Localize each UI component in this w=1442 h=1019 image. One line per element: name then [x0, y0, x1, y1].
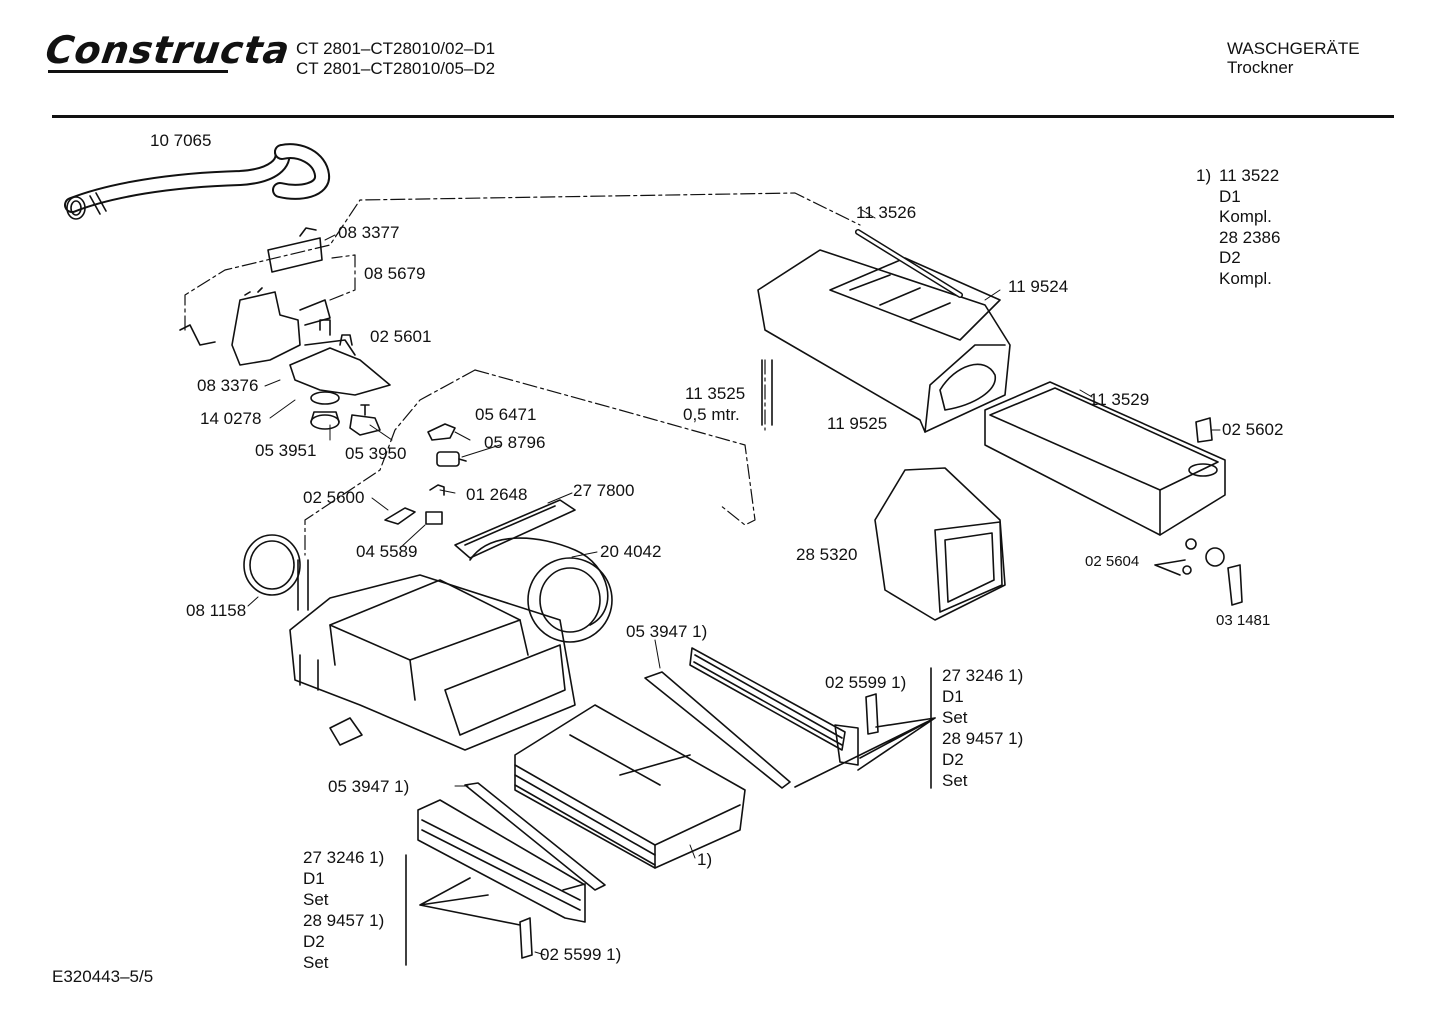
part-label: 02 5602 — [1222, 420, 1284, 439]
footnote-line: 28 2386 — [1219, 228, 1281, 247]
set-label-right: Set — [942, 771, 968, 790]
part-label: 05 3951 — [255, 441, 317, 460]
part-label: 08 3376 — [197, 376, 259, 395]
part-label: 08 3377 — [338, 223, 400, 242]
part-label: 02 5600 — [303, 488, 365, 507]
upper-housing — [757, 229, 1011, 433]
header-rule — [52, 115, 1394, 118]
set-label-left: Set — [303, 890, 329, 909]
set-label-right: D1 — [942, 687, 964, 706]
part-label: 11 3525 — [685, 384, 746, 403]
category-title: WASCHGERÄTE — [1227, 39, 1360, 58]
part-label: 05 6471 — [475, 405, 537, 424]
filter-stack — [514, 704, 746, 869]
part-label: 11 3526 — [856, 203, 917, 222]
part-label: 08 1158 — [186, 601, 247, 620]
footnote-line: D2 — [1219, 248, 1241, 267]
part-label: 11 9525 — [827, 414, 888, 433]
part-label: 10 7065 — [150, 131, 212, 150]
valve-assembly — [179, 227, 391, 436]
logo-underline — [48, 70, 228, 73]
part-label: 27 7800 — [573, 481, 635, 500]
filter-frame-right — [644, 647, 936, 789]
part-label: 05 3947 1) — [328, 777, 410, 796]
model-line-2: CT 2801–CT28010/05–D2 — [296, 59, 496, 78]
hose-part — [64, 143, 330, 220]
set-label-right: D2 — [942, 750, 964, 769]
part-label: 05 3947 1) — [626, 622, 708, 641]
set-label-left: D1 — [303, 869, 325, 888]
fan-housing — [469, 537, 613, 643]
part-label: 11 9524 — [1008, 277, 1069, 296]
fastener-parts — [1154, 538, 1243, 606]
drawing-code: E320443–5/5 — [52, 967, 154, 986]
condenser-cover — [984, 381, 1226, 536]
part-label: 02 5604 — [1085, 553, 1140, 570]
gasket-part — [454, 499, 576, 559]
part-label: 28 5320 — [796, 545, 858, 564]
o-ring — [243, 534, 309, 611]
footnote-marker: 1) — [1196, 166, 1212, 185]
part-label: 01 2648 — [466, 485, 528, 504]
part-label: 11 3529 — [1089, 390, 1150, 409]
leader-lines — [247, 209, 1221, 956]
part-label: 08 5679 — [364, 264, 426, 283]
part-label: 02 5599 1) — [825, 673, 907, 692]
set-label-left: 27 3246 1) — [303, 848, 385, 867]
part-label: 14 0278 — [200, 409, 262, 428]
part-label: 04 5589 — [356, 542, 418, 561]
set-label-right: Set — [942, 708, 968, 727]
footnote-line: Kompl. — [1219, 269, 1272, 288]
part-label: 1) — [697, 850, 713, 869]
duct-leader-lines — [184, 192, 861, 556]
part-label: 02 5599 1) — [540, 945, 622, 964]
tube — [761, 359, 773, 426]
small-parts — [384, 423, 467, 525]
set-label-left: D2 — [303, 932, 325, 951]
footnote-line: 11 3522 — [1219, 166, 1280, 185]
duct-part — [874, 467, 1006, 621]
part-label: 20 4042 — [600, 542, 662, 561]
part-label: 05 8796 — [484, 433, 546, 452]
footnote-line: D1 — [1219, 187, 1241, 206]
model-line-1: CT 2801–CT28010/02–D1 — [296, 39, 496, 58]
set-label-left: Set — [303, 953, 329, 972]
part-label: 02 5601 — [370, 327, 432, 346]
set-label-right: 28 9457 1) — [942, 729, 1024, 748]
footnote-line: Kompl. — [1219, 207, 1272, 226]
part-label: 03 1481 — [1216, 612, 1271, 629]
set-label-right: 27 3246 1) — [942, 666, 1024, 685]
base-housing — [289, 574, 576, 751]
clip-part — [1195, 417, 1213, 443]
part-label: 05 3950 — [345, 444, 407, 463]
filter-frame-left — [405, 667, 932, 966]
set-label-left: 28 9457 1) — [303, 911, 385, 930]
subcategory-title: Trockner — [1227, 58, 1294, 77]
part-label: 0,5 mtr. — [683, 405, 740, 424]
